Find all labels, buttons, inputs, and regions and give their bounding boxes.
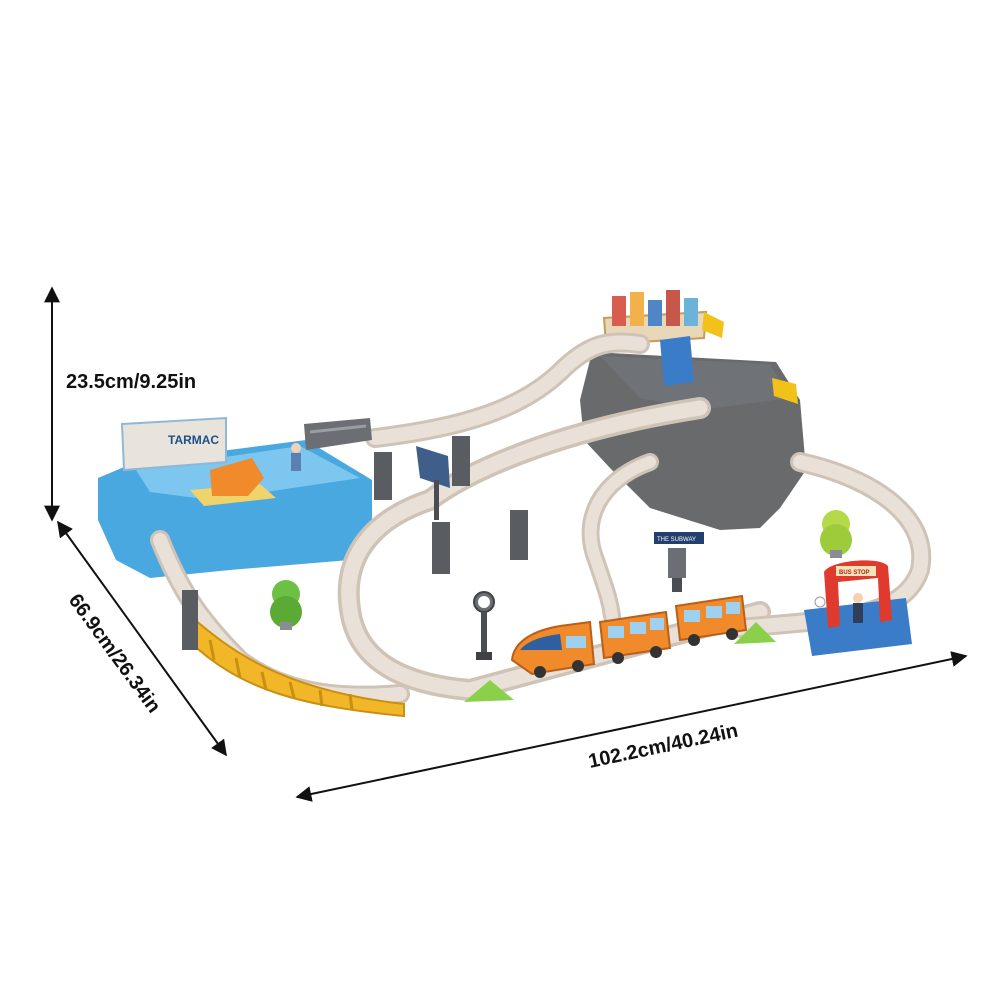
bush [464,680,514,702]
height-dimension: 23.5cm/9.25in [44,286,196,522]
yellow-bridge [187,611,405,718]
street-clock [473,591,495,660]
support-pillars [182,436,528,650]
grey-bridge [304,418,372,450]
pillar [374,452,392,500]
pillar [182,590,198,650]
station-board-text: THE SUBWAY [657,537,696,543]
main-loop-track [341,400,768,698]
width-label: 102.2cm/40.24in [586,720,740,773]
signal-board [416,446,450,488]
airport-sign-panel [120,416,227,472]
inner-track [584,456,656,622]
width-arrow [295,651,968,802]
toy-train [510,594,748,678]
toy-airplane [210,458,264,496]
pillar [510,510,528,560]
tree-right [820,510,852,558]
pillar [452,436,470,486]
station-board: THE SUBWAY [654,532,704,592]
depth-arrow [57,520,227,757]
airport-sign-text: TARMAC [168,433,219,447]
tree-left [270,580,302,630]
blue-statue [660,336,694,386]
figure-passenger [853,603,863,623]
bus-stop: BUS STOP [804,560,912,656]
depth-label: 66.9cm/26.34in [64,590,165,717]
mountain-tunnel [580,290,806,530]
figure-pilot [291,453,301,471]
pillar [432,522,450,574]
bus-stop-sign-text: BUS STOP [839,570,870,576]
upper-ramp-track [368,335,647,445]
bush [734,622,776,644]
height-label: 23.5cm/9.25in [66,371,196,393]
